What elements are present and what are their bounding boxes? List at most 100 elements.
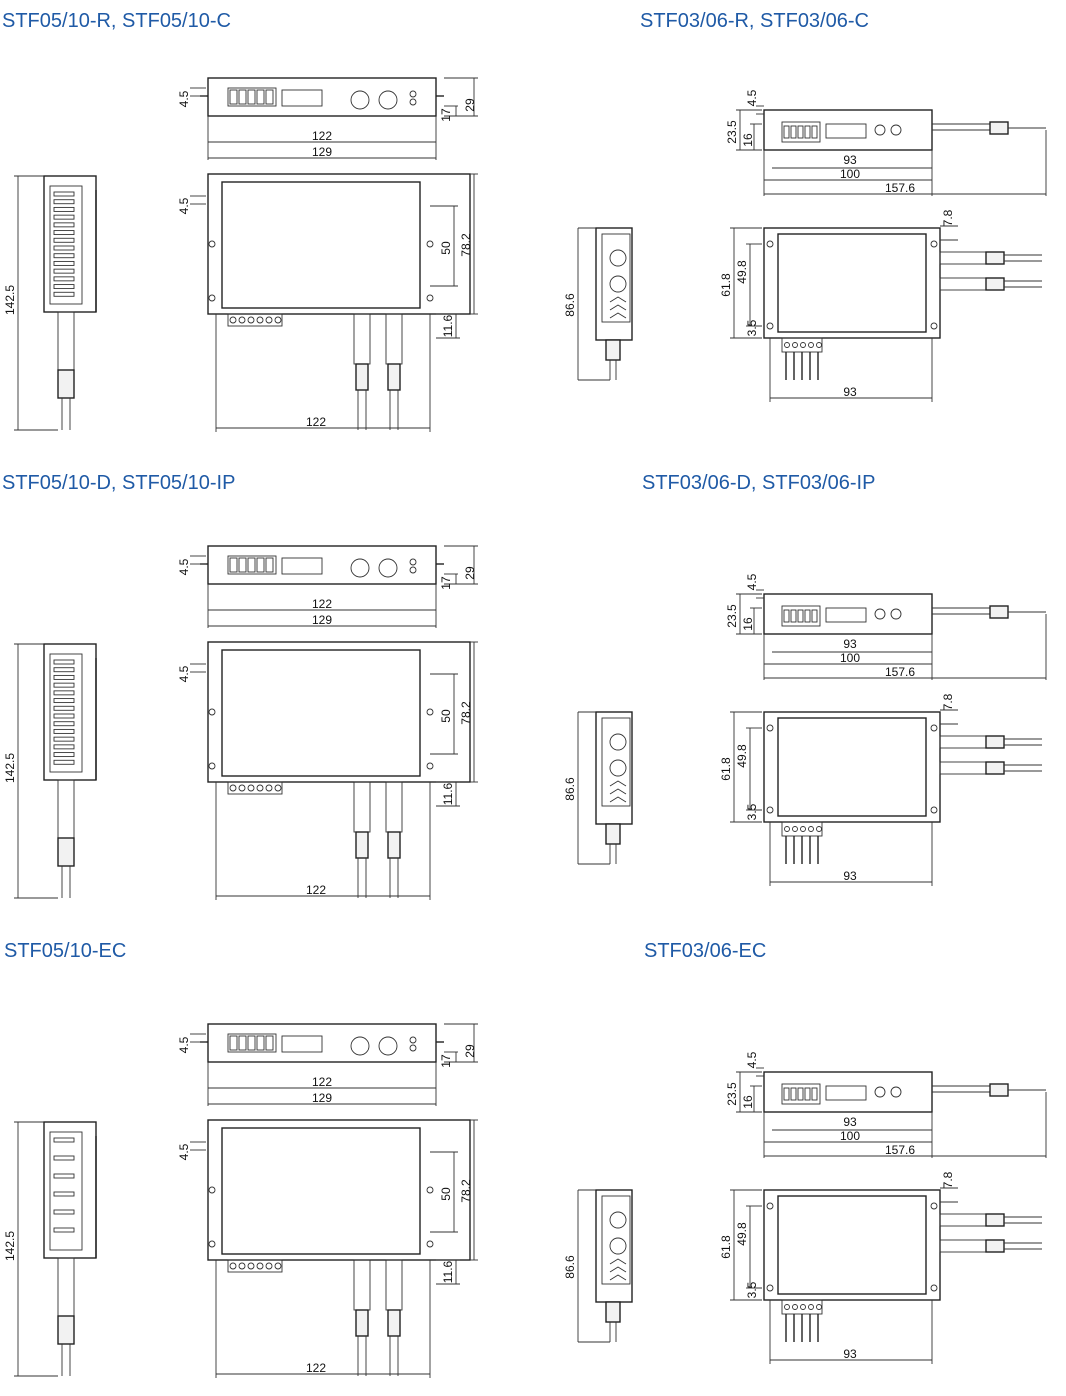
fiber-cable-boot [939, 735, 987, 749]
terminal-block-j1 [227, 1033, 277, 1053]
chevron-mark [609, 788, 627, 795]
terminal-pin [783, 125, 790, 139]
title-stf0510-ec: STF05/10-EC [4, 940, 127, 962]
mount-hole [208, 294, 216, 302]
terminal-pin [238, 89, 247, 105]
dim-depth-connector: 16 [741, 617, 755, 631]
connector-j2 [281, 1035, 323, 1053]
terminal-screw [247, 784, 255, 792]
side-cable-boot [57, 1257, 75, 1317]
fiber-cable-boot [353, 313, 371, 365]
heatsink-fin [53, 1137, 75, 1143]
terminal-pin [265, 557, 274, 573]
heatsink-fin [53, 284, 75, 290]
dim-depth-connector: 16 [741, 133, 755, 147]
dim-depth-total: 29 [463, 1044, 477, 1058]
dim-mount-offset: 4.5 [177, 1036, 191, 1053]
dim-depth-total: 23.5 [725, 120, 739, 144]
terminal-screw [256, 1262, 264, 1270]
title-stf0510-dip: STF05/10-D, STF05/10-IP [2, 472, 236, 494]
fiber-connector [989, 121, 1009, 135]
dim-width-body: 122 [312, 129, 332, 143]
fiber-connector [989, 605, 1009, 619]
mount-hole [930, 806, 938, 814]
terminal-screw [247, 316, 255, 324]
dim-cable-offset: 7.8 [941, 1171, 955, 1188]
fiber-cable-boot [353, 1259, 371, 1311]
terminal-strip [227, 313, 283, 327]
fiber-port-2 [378, 90, 398, 110]
terminal-block [781, 121, 821, 143]
mount-hole [930, 1284, 938, 1292]
terminal-screw [274, 316, 282, 324]
stf0510-dip-side-view: 142.5 [3, 643, 97, 899]
terminal-screw [800, 1304, 806, 1310]
side-housing [595, 227, 633, 341]
dim-depth-total: 29 [463, 566, 477, 580]
dim-width-bottom: 93 [843, 869, 857, 883]
connector-j2 [825, 1085, 867, 1101]
mount-hole [766, 240, 774, 248]
dim-length-side: 86.6 [563, 293, 577, 317]
chevron-mark [609, 796, 627, 803]
side-connector [57, 1315, 75, 1345]
heatsink-fin [53, 744, 75, 750]
front-housing [221, 1127, 421, 1255]
front-housing [777, 233, 927, 333]
terminal-pin [790, 609, 797, 623]
fiber-cable-boot [385, 781, 403, 833]
terminal-screw [238, 1262, 246, 1270]
fiber-port [890, 608, 902, 620]
dim-width-total: 129 [312, 613, 332, 627]
terminal-pin [790, 1087, 797, 1101]
fiber-port-2 [378, 1036, 398, 1056]
heatsink-fin [53, 705, 75, 711]
fiber-cable-boot [939, 277, 987, 291]
dim-hole-pitch: 49.8 [735, 744, 749, 768]
heatsink-panel [49, 1131, 83, 1251]
terminal-pin [256, 89, 265, 105]
mount-hole [426, 762, 434, 770]
fiber-connector [387, 831, 401, 859]
dim-height-body: 78.2 [459, 1179, 473, 1203]
top-view-body [207, 77, 437, 117]
heatsink-fin [53, 268, 75, 274]
dim-width-bottom: 93 [843, 1347, 857, 1361]
terminal-screw [808, 1304, 814, 1310]
dim-length-side: 86.6 [563, 777, 577, 801]
chevron-mark [609, 1274, 627, 1281]
chevron-mark [609, 1266, 627, 1273]
terminal-strip [781, 821, 823, 837]
fiber-port-1 [609, 733, 627, 751]
stf0306-ec-side-view: 86.6 [563, 1189, 633, 1343]
terminal-block-j1 [227, 555, 277, 575]
fiber-cable-boot [939, 1213, 987, 1227]
side-connector [57, 369, 75, 399]
heatsink-fin [53, 1209, 75, 1215]
terminal-block [781, 605, 821, 627]
dim-depth-total: 23.5 [725, 604, 739, 628]
mount-hole [766, 1284, 774, 1292]
dim-width-bottom: 93 [843, 385, 857, 399]
side-connector [605, 823, 621, 845]
fiber-port-2 [378, 558, 398, 578]
terminal-pin [797, 125, 804, 139]
terminal-pin [783, 1087, 790, 1101]
fiber-port [874, 124, 886, 136]
fiber-port-2 [609, 275, 627, 293]
terminal-strip [781, 1299, 823, 1315]
heatsink-fin [53, 1227, 75, 1233]
terminal-screw [808, 342, 814, 348]
fiber-connector [355, 831, 369, 859]
terminal-pin [229, 1035, 238, 1051]
front-housing [777, 717, 927, 817]
dim-width-cable: 157.6 [885, 1143, 915, 1157]
terminal-screw [816, 1304, 822, 1310]
fiber-port [890, 1086, 902, 1098]
heatsink-fin [53, 713, 75, 719]
connector-j2 [281, 557, 323, 575]
